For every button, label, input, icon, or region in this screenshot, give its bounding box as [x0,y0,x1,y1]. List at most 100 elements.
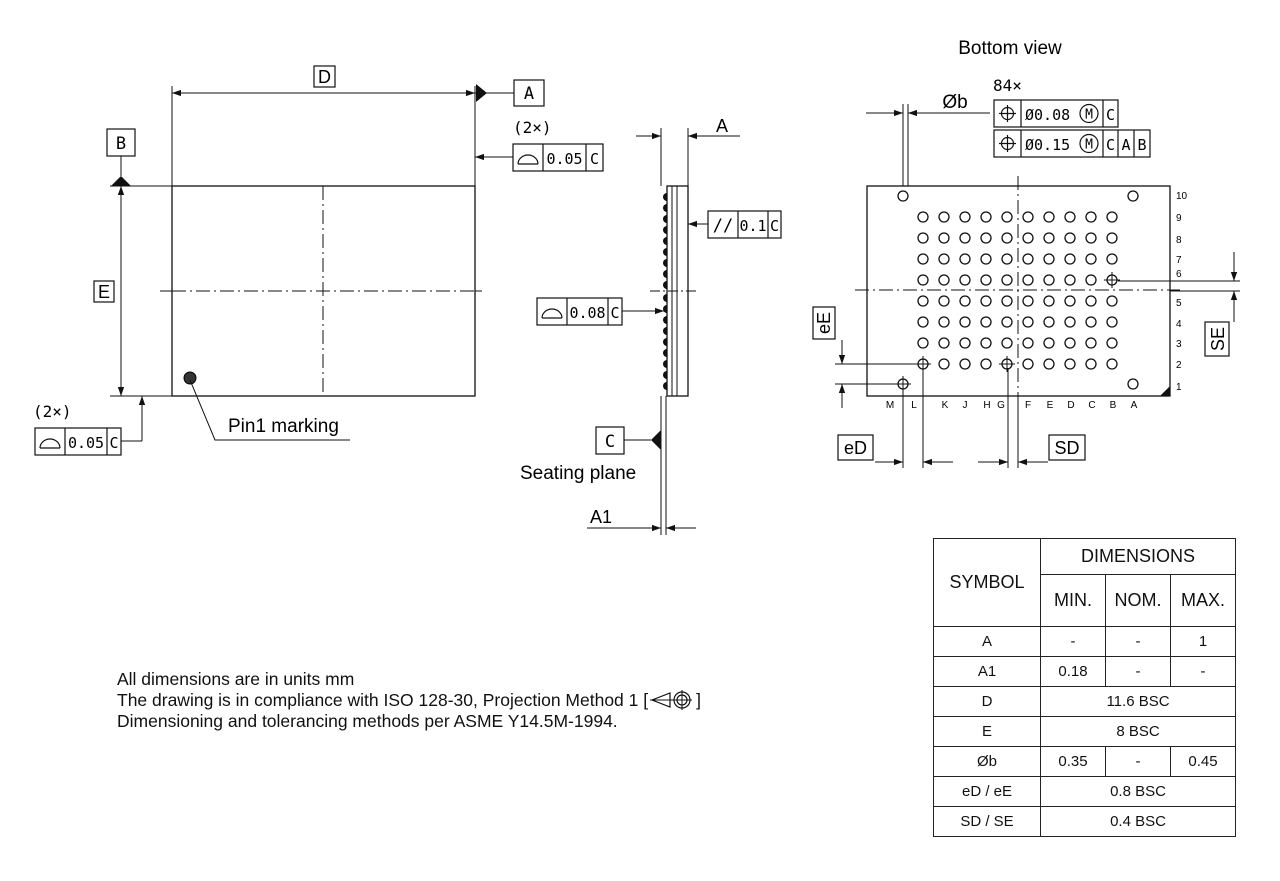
seating-plane-label: Seating plane [520,463,636,484]
row-label: 6 [1176,269,1182,280]
min-header: MIN. [1040,574,1106,627]
ball [1106,253,1118,265]
note-standard: Dimensioning and tolerancing methods per… [117,711,618,731]
symbol-header: SYMBOL [933,538,1041,627]
ball [1043,337,1055,349]
ball [1085,358,1097,370]
table-row: Øb 0.35 - 0.45 [933,746,1236,777]
svg-text:0.08: 0.08 [569,304,605,322]
ball-center-crosshair [999,356,1015,372]
ball [1001,232,1013,244]
ball [959,253,971,265]
ball [1127,190,1139,202]
ball [1043,211,1055,223]
row-label: 8 [1176,235,1182,246]
max-header: MAX. [1170,574,1236,627]
count-84x: 84× [993,76,1022,95]
ball [980,274,992,286]
ball [1085,232,1097,244]
svg-text:M: M [1085,138,1093,153]
ball [938,337,950,349]
ball [980,337,992,349]
ball [980,211,992,223]
row-label: 4 [1176,319,1182,330]
ball [959,337,971,349]
parallelism-frame: // 0.1 C [707,210,782,239]
ball [1043,295,1055,307]
svg-text:C: C [1106,136,1115,154]
ball [938,295,950,307]
ball [980,295,992,307]
svg-text:Ø0.15: Ø0.15 [1025,136,1070,154]
dimensions-table: SYMBOL DIMENSIONS MIN. NOM. MAX. A - - 1… [933,538,1236,837]
table-row: SD / SE 0.4 BSC [933,806,1236,837]
ball [1064,295,1076,307]
column-label: H [983,400,990,411]
ball [1106,316,1118,328]
ball [980,316,992,328]
svg-text:0.05: 0.05 [68,434,104,452]
svg-text://: // [713,216,733,236]
table-row: eD / eE 0.8 BSC [933,776,1236,807]
ball [917,253,929,265]
svg-text:B: B [1137,136,1146,154]
count-2x-bottom: (2×) [33,402,72,421]
ball [1085,211,1097,223]
ball [959,358,971,370]
column-label: K [942,400,949,411]
ball [1106,232,1118,244]
ball [980,232,992,244]
ball [959,274,971,286]
table-row: E 8 BSC [933,716,1236,747]
column-labels: M L K J H G F E D C B A [886,400,1138,411]
ball [917,232,929,244]
ball [938,274,950,286]
ball [1064,274,1076,286]
ball [1022,211,1034,223]
svg-text:C: C [610,304,619,322]
ball [897,190,909,202]
projection-method-icon [650,690,693,710]
dim-phi-b-label: Øb [942,92,967,113]
ball [1001,295,1013,307]
ball [1001,337,1013,349]
svg-text:0.1: 0.1 [739,217,766,235]
note-projection: The drawing is in compliance with ISO 12… [117,690,701,710]
column-label: D [1067,400,1074,411]
ball [1022,274,1034,286]
dim-D-label: D [318,67,331,87]
ball [917,211,929,223]
pin1-leader [189,379,350,441]
ball [1106,211,1118,223]
row-labels: 10 9 8 7 6 5 4 3 2 1 [1176,191,1188,393]
ball [917,337,929,349]
column-label: B [1110,400,1117,411]
svg-text:C: C [770,217,779,235]
ball [1106,358,1118,370]
svg-text:M: M [1085,108,1093,123]
ball-center-crosshair [895,376,911,392]
ball [1085,337,1097,349]
ball [1022,316,1034,328]
ball [1106,295,1118,307]
ball [1064,232,1076,244]
drawing-notes: All dimensions are in units mm The drawi… [117,669,701,732]
side-view-balls [663,193,667,390]
ball [938,211,950,223]
ball [1064,358,1076,370]
ball [1001,253,1013,265]
ball [959,211,971,223]
ball [1001,274,1013,286]
dim-A1-label: A1 [590,507,612,527]
ball [1022,253,1034,265]
ball [1043,253,1055,265]
ball [1106,337,1118,349]
column-label: L [911,400,917,411]
bottom-view-callouts [835,104,1240,468]
side-view [587,128,740,535]
row-label: 5 [1176,298,1182,309]
top-view [110,86,482,397]
svg-text:C: C [590,150,599,168]
svg-text:A: A [1121,136,1130,154]
row-label: 10 [1176,191,1188,202]
